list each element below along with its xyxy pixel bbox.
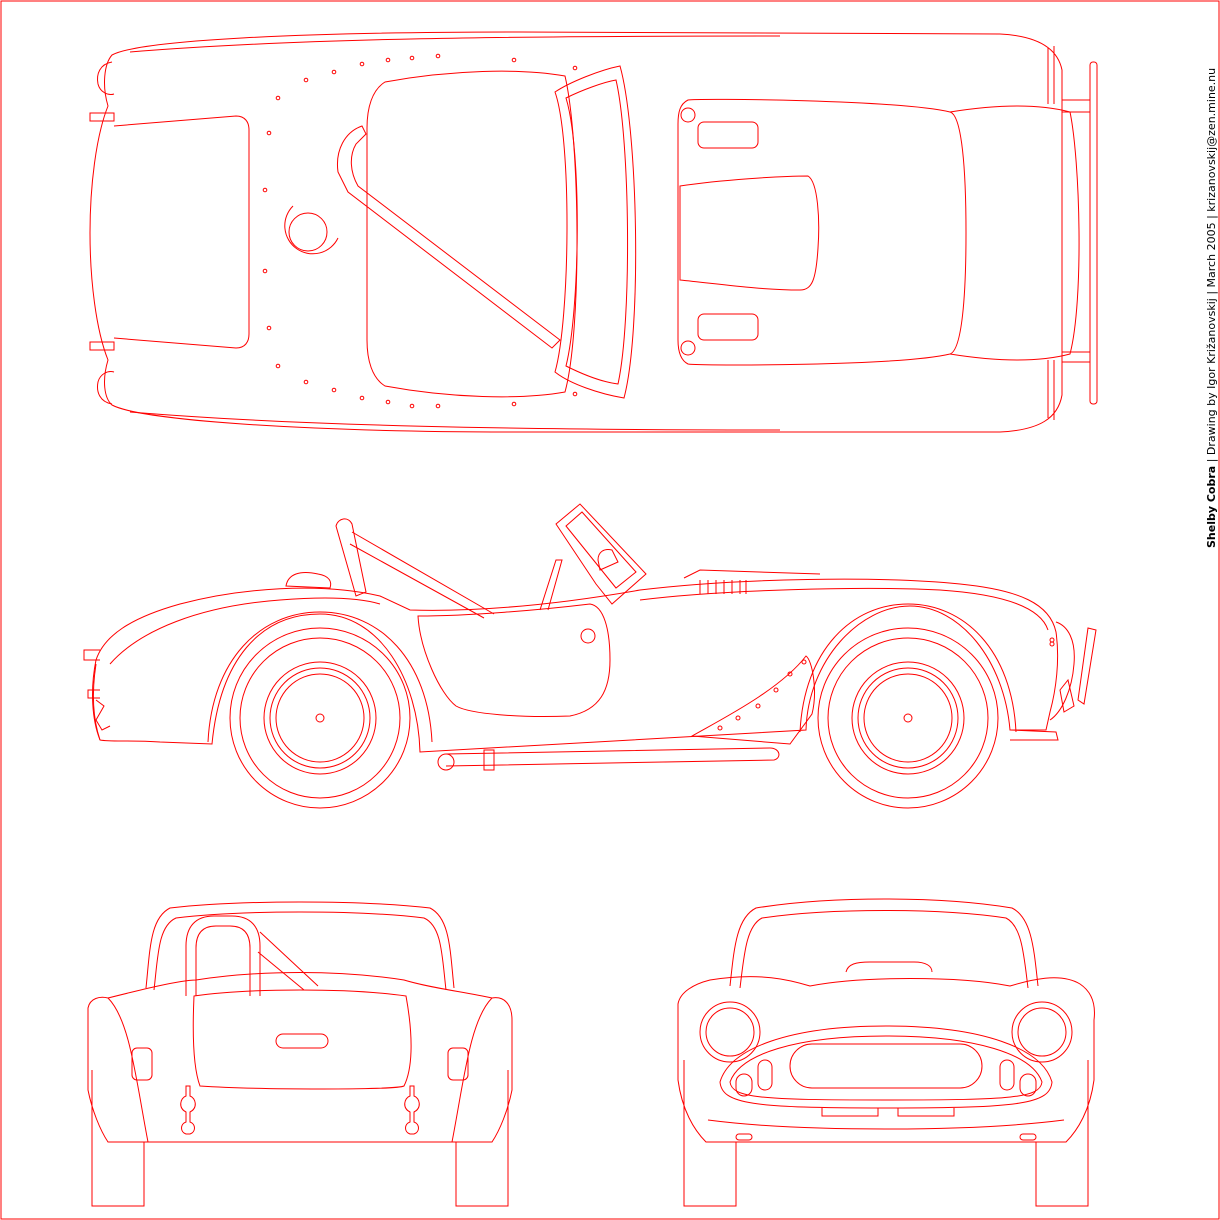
- top-rear-bumper-bar: [1089, 61, 1098, 405]
- front-right-fog-light: [999, 1059, 1015, 1091]
- top-rear-fender-right: [1047, 360, 1055, 420]
- rear-right-overrider: [404, 1085, 420, 1135]
- top-front-bumper-left: [97, 61, 115, 95]
- top-fuel-cap-ring: [284, 205, 339, 255]
- front-right-headlight-outer: [1011, 1001, 1073, 1063]
- side-rear-undertray: [1009, 729, 1059, 741]
- side-rear-guard: [1049, 621, 1075, 721]
- top-right-bumper-stub: [89, 341, 115, 351]
- front-grille-outer: [719, 1025, 1053, 1109]
- rear-left-tire: [91, 1070, 145, 1207]
- rear-view: [87, 901, 513, 1207]
- side-rear-light-2: [1049, 641, 1055, 647]
- side-vent-rivets: [717, 659, 807, 731]
- side-exhaust-tip: [437, 753, 455, 771]
- top-trunk-hinge-lower: [697, 313, 759, 341]
- top-roll-bar: [336, 125, 561, 349]
- top-rear-deck: [949, 105, 1080, 361]
- top-trunk-hinge-upper: [697, 121, 759, 149]
- side-rear-bumper: [1077, 627, 1097, 705]
- front-left-tow-hook: [735, 1133, 753, 1141]
- front-view: [677, 898, 1095, 1207]
- top-cockpit-outline: [366, 70, 578, 398]
- rear-windshield-inner: [153, 911, 447, 991]
- front-windshield-inner: [739, 910, 1029, 989]
- front-hood-scoop: [845, 961, 933, 973]
- front-left-fog-light: [757, 1059, 773, 1091]
- rear-roll-bar-inner: [195, 925, 251, 996]
- top-front-bumper-right: [97, 371, 115, 405]
- top-rear-bumper-mount-upper: [1062, 99, 1090, 113]
- rear-right-tail-light: [447, 1047, 469, 1081]
- side-headrest: [285, 572, 332, 589]
- rear-body-outline: [87, 972, 513, 1143]
- side-exhaust-pipe: [445, 747, 780, 767]
- front-right-tow-hook: [1019, 1133, 1037, 1141]
- drawing-title: Shelby Cobra: [1205, 465, 1218, 548]
- top-rear-light-lower: [680, 340, 696, 356]
- front-right-tire: [1035, 1060, 1089, 1207]
- top-left-bumper-stub: [89, 112, 115, 122]
- side-mirror: [597, 549, 619, 571]
- rear-license-plate-light: [275, 1033, 329, 1049]
- front-bumper-brackets: [821, 1108, 955, 1117]
- side-windshield-post: [539, 559, 563, 611]
- rear-hood-curve: [107, 997, 493, 1143]
- rear-roll-bar-brace: [257, 931, 319, 991]
- side-front-lip: [95, 699, 111, 731]
- rear-windshield-frame: [145, 901, 455, 989]
- top-hood-panel: [113, 115, 250, 349]
- side-rear-wheel: [799, 603, 1017, 809]
- side-door-handle: [580, 628, 596, 644]
- side-front-nose: [83, 649, 101, 741]
- top-rear-bumper-mount-lower: [1062, 351, 1090, 363]
- side-hood-vents: [683, 569, 821, 594]
- top-windshield-glass: [565, 79, 629, 385]
- side-vent-panel: [690, 655, 815, 745]
- front-right-headlight: [1017, 1007, 1067, 1057]
- rear-right-tire: [455, 1070, 509, 1207]
- side-windshield-glass: [565, 511, 637, 589]
- rear-left-tail-light: [131, 1047, 153, 1081]
- front-left-headlight: [705, 1007, 755, 1057]
- front-left-headlight-outer: [699, 1001, 761, 1063]
- side-door: [417, 603, 611, 718]
- drawing-credit: | Drawing by Igor Križanovskij | March 2…: [1205, 67, 1218, 466]
- front-grille-opening: [789, 1043, 983, 1089]
- side-body-outline: [92, 578, 1059, 753]
- rear-roll-bar: [185, 915, 261, 996]
- side-rear-light-1: [1049, 637, 1055, 643]
- front-left-tire: [683, 1060, 737, 1207]
- front-left-turn-signal: [735, 1073, 753, 1097]
- side-front-wheel: [207, 611, 433, 809]
- top-hood-rivets: [262, 53, 578, 409]
- side-roll-bar-brace: [349, 531, 495, 619]
- side-body-crease: [109, 587, 1049, 665]
- top-rear-light-upper: [680, 107, 696, 123]
- side-rear-exhaust: [1059, 678, 1075, 713]
- top-body-outline: [89, 31, 1063, 433]
- top-body-inner-line: [129, 35, 781, 431]
- side-exhaust-clamp: [483, 749, 495, 771]
- top-view: [89, 31, 1098, 433]
- rear-deck-lid: [192, 989, 412, 1090]
- top-windshield-frame: [554, 65, 637, 399]
- front-right-turn-signal: [1019, 1073, 1037, 1097]
- front-windshield-frame: [729, 898, 1039, 987]
- rear-left-overrider: [180, 1085, 196, 1135]
- front-body-outline: [677, 976, 1095, 1143]
- side-view: [83, 503, 1097, 809]
- front-grille-inner: [729, 1035, 1043, 1101]
- side-windshield-frame: [555, 503, 647, 605]
- top-trunk-lid: [677, 98, 967, 366]
- top-trunk-hatch: [679, 175, 820, 291]
- front-valance: [707, 1119, 1065, 1130]
- drawing-caption: Shelby Cobra | Drawing by Igor Križanovs…: [1205, 68, 1218, 548]
- top-fuel-cap: [288, 212, 328, 252]
- top-rear-fender-left: [1047, 46, 1055, 104]
- side-roll-bar: [335, 518, 367, 597]
